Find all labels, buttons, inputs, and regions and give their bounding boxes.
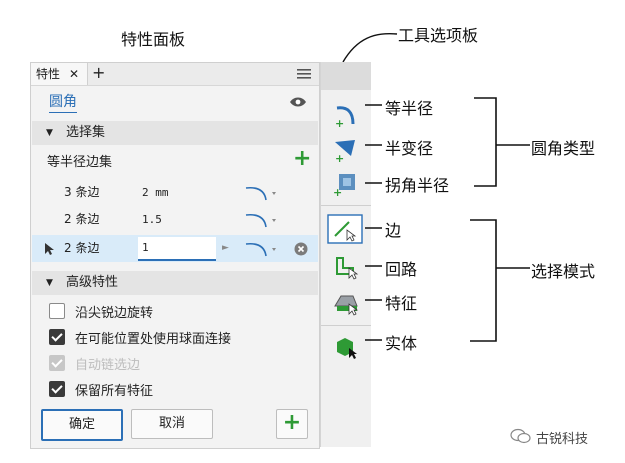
cancel-button[interactable]: 取消 <box>131 409 213 439</box>
delete-icon[interactable] <box>294 242 308 256</box>
expand-arrow-icon[interactable]: ► <box>222 243 229 253</box>
collapse-arrow-icon: ▼ <box>46 128 53 138</box>
ok-button[interactable]: 确定 <box>41 409 123 441</box>
tab-properties[interactable]: 特性 ✕ <box>31 63 88 85</box>
checkbox[interactable] <box>49 329 65 345</box>
corner-setback-icon[interactable]: + <box>329 168 363 198</box>
hamburger-icon[interactable] <box>297 68 311 80</box>
fillet-profile-icon[interactable] <box>244 211 280 229</box>
label-equal-radius: 等半径 <box>385 99 434 118</box>
row-value[interactable]: 1.5 <box>142 213 162 226</box>
section-selection-label: 选择集 <box>66 125 106 140</box>
wechat-icon <box>510 428 531 444</box>
solid-select-icon[interactable] <box>329 332 363 362</box>
table-row[interactable]: 2 条边 1.5 <box>32 206 318 233</box>
row-value[interactable]: 2 mm <box>142 186 169 199</box>
label-fillet-type: 圆角类型 <box>531 139 596 158</box>
eye-icon[interactable] <box>289 96 307 108</box>
option-preserve-features[interactable]: 保留所有特征 <box>49 380 309 399</box>
equal-radius-edge-set-label: 等半径边集 <box>47 155 113 170</box>
add-edge-set-button[interactable]: + <box>293 146 312 171</box>
properties-panel: 特性 ✕ + 圆角 ▼ 选择集 等半径边集 + 3 条边 2 mm 2 条边 1… <box>30 62 320 449</box>
label-edge: 边 <box>385 221 402 240</box>
row-count: 2 条边 <box>64 241 100 255</box>
fillet-profile-icon[interactable] <box>244 240 280 258</box>
tab-bar: 特性 ✕ + <box>31 63 319 86</box>
label-corner-setback: 拐角半径 <box>385 176 450 195</box>
fillet-profile-icon[interactable] <box>244 184 280 202</box>
label-feature: 特征 <box>385 294 418 313</box>
apply-add-button[interactable]: + <box>276 409 308 439</box>
collapse-arrow-icon: ▼ <box>46 278 53 288</box>
section-advanced-header[interactable]: ▼ 高级特性 <box>32 271 318 295</box>
add-tab-button[interactable]: + <box>92 63 106 82</box>
tool-palette-title: 工具选项板 <box>398 26 479 45</box>
feature-name[interactable]: 圆角 <box>49 91 77 113</box>
option-spherical-blend[interactable]: 在可能位置处使用球面连接 <box>49 328 309 347</box>
row-count: 2 条边 <box>64 212 100 226</box>
table-row-selected[interactable]: 2 条边 1 ► <box>32 235 318 262</box>
loop-select-icon[interactable] <box>329 252 363 282</box>
close-icon[interactable]: ✕ <box>69 67 80 81</box>
feature-select-icon[interactable] <box>329 288 363 318</box>
label-selection-mode: 选择模式 <box>531 262 596 281</box>
cursor-arrow-icon <box>45 243 54 255</box>
tool-palette: + + + <box>320 62 371 447</box>
option-rotate-sharp-edge[interactable]: 沿尖锐边旋转 <box>49 302 309 321</box>
checkbox <box>49 355 65 371</box>
svg-text:+: + <box>335 117 344 130</box>
properties-panel-title: 特性面板 <box>121 30 186 49</box>
svg-text:+: + <box>335 152 344 164</box>
tool-palette-leader <box>342 32 398 63</box>
tab-label: 特性 <box>36 67 61 81</box>
checkbox[interactable] <box>49 381 65 397</box>
palette-header <box>321 62 371 90</box>
label-variable-radius: 半变径 <box>385 139 434 158</box>
edge-select-icon[interactable] <box>327 214 363 244</box>
label-loop: 回路 <box>385 260 418 279</box>
section-selection-header[interactable]: ▼ 选择集 <box>32 121 318 145</box>
option-auto-chain: 自动链选边 <box>49 354 309 373</box>
label-solid: 实体 <box>385 334 418 353</box>
checkbox[interactable] <box>49 303 65 319</box>
equal-radius-icon[interactable]: + <box>329 100 363 130</box>
radius-input[interactable]: 1 <box>138 237 216 261</box>
svg-text:+: + <box>333 186 342 198</box>
watermark-text: 古锐科技 <box>536 432 589 447</box>
row-count: 3 条边 <box>64 185 100 199</box>
variable-radius-icon[interactable]: + <box>329 134 363 164</box>
table-row[interactable]: 3 条边 2 mm <box>32 179 318 206</box>
section-advanced-label: 高级特性 <box>66 275 119 290</box>
